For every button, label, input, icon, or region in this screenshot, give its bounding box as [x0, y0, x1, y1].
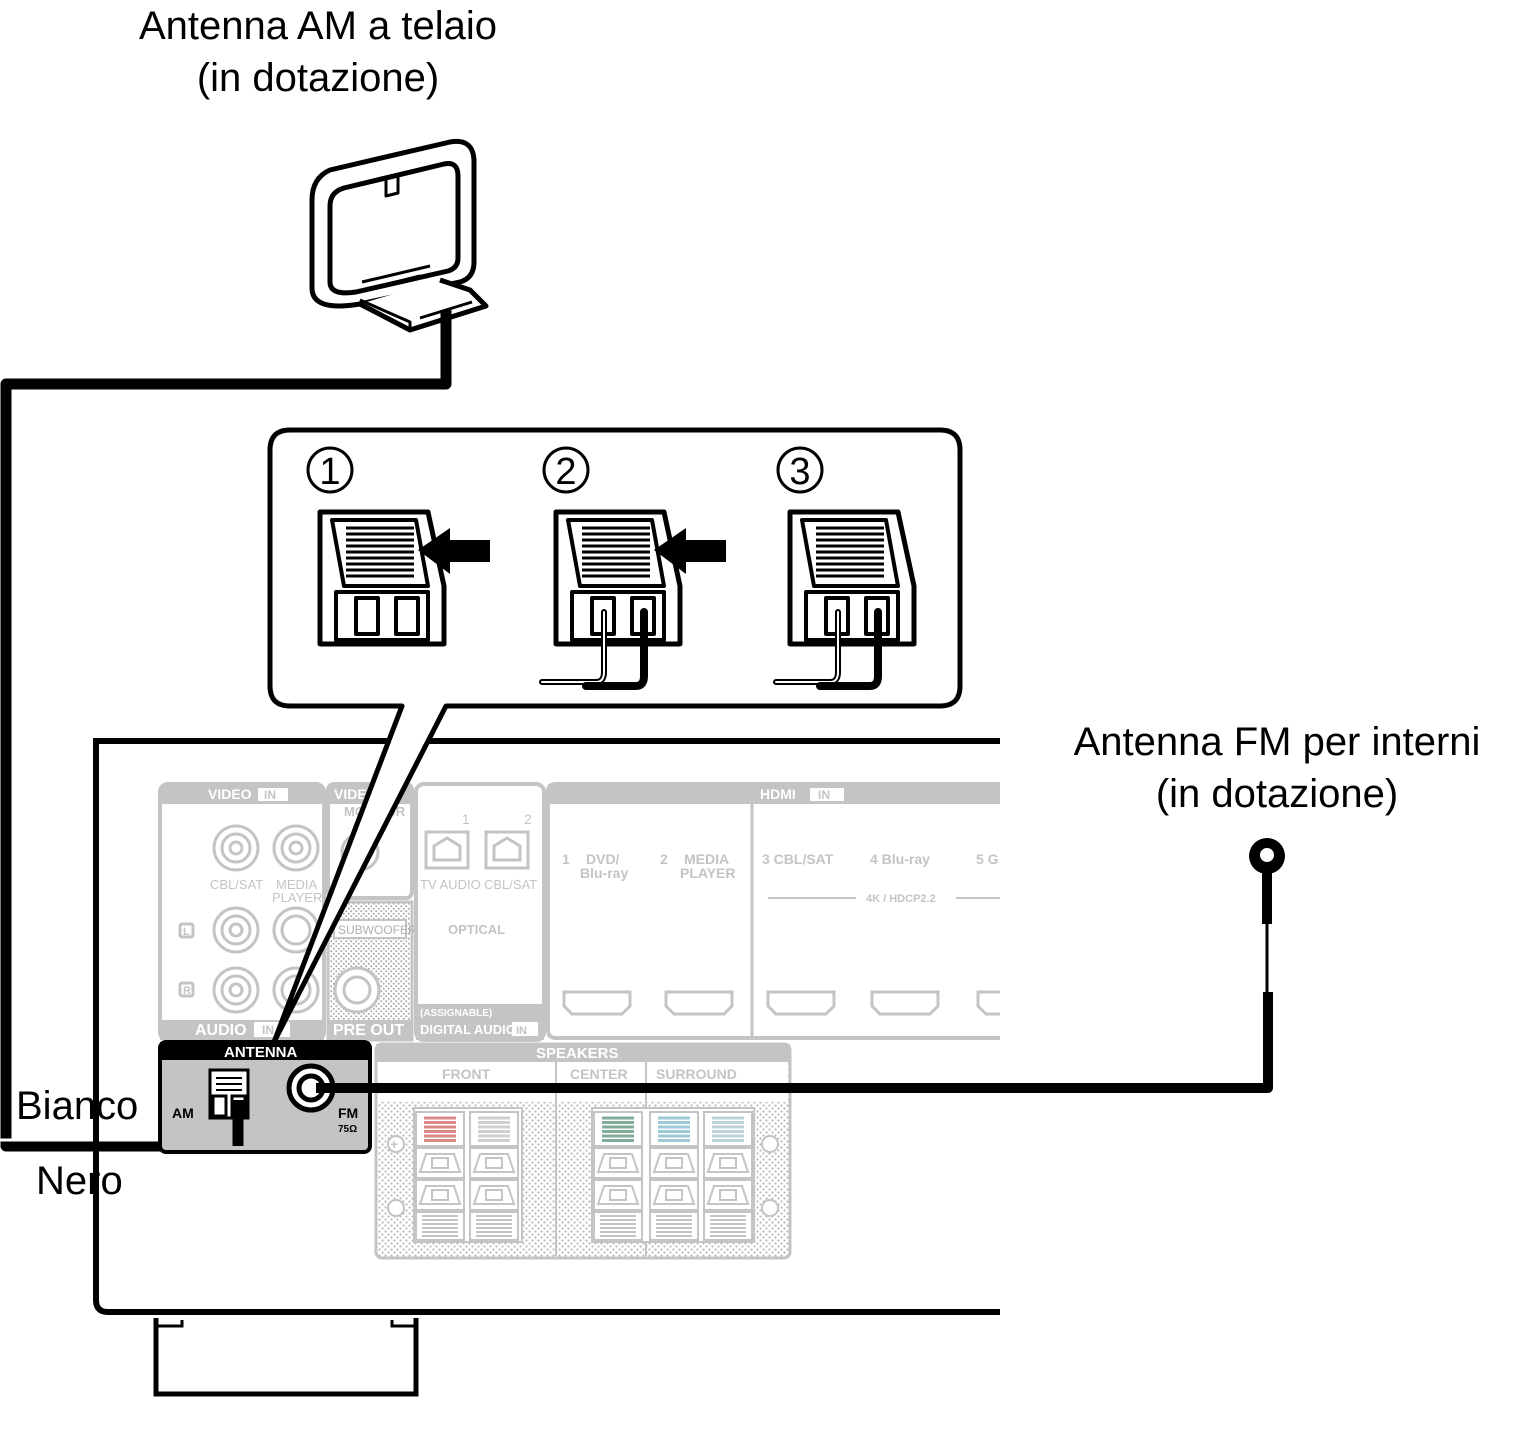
svg-text:IN: IN	[818, 788, 830, 802]
fm-terminal-label: FM	[338, 1105, 358, 1121]
terminal-clip-icon	[553, 509, 683, 647]
svg-text:5 G: 5 G	[976, 851, 999, 867]
svg-text:IN: IN	[262, 1023, 274, 1037]
svg-text:MEDIA: MEDIA	[276, 877, 318, 892]
faded-rear-panel: VIDEO IN AUDIO IN CBL/SAT MEDIA PLAYER L…	[158, 782, 1000, 1260]
svg-text:2: 2	[524, 811, 532, 827]
speaker-terminal	[469, 1111, 519, 1241]
white-wire-label: Bianco	[16, 1084, 139, 1128]
terminal-clip-icon	[317, 509, 447, 647]
svg-text:IN: IN	[264, 788, 276, 802]
push-arrow-icon	[418, 528, 490, 574]
step-number-3: 3	[789, 451, 810, 493]
svg-text:PLAYER: PLAYER	[272, 890, 322, 905]
am-antenna-title-line1: Antenna AM a telaio	[138, 4, 498, 48]
am-antenna-title-line2: (in dotazione)	[196, 56, 440, 100]
speaker-terminal	[703, 1111, 753, 1241]
svg-text:(ASSIGNABLE): (ASSIGNABLE)	[420, 1008, 492, 1019]
wiring-step-2: 2	[539, 446, 726, 690]
wire-pair-icon	[539, 608, 648, 690]
svg-text:4 Blu-ray: 4 Blu-ray	[870, 851, 930, 867]
am-push-terminal-icon	[208, 1068, 250, 1120]
svg-text:Blu-ray: Blu-ray	[580, 865, 628, 881]
svg-text:SURROUND: SURROUND	[656, 1066, 737, 1082]
receiver-rear-panel-outline	[93, 738, 1000, 1397]
svg-text:FRONT: FRONT	[442, 1066, 491, 1082]
fm-antenna-title-line1: Antenna FM per interni	[1073, 720, 1481, 764]
svg-text:4K / HDCP2.2: 4K / HDCP2.2	[866, 893, 936, 905]
fm-antenna-title-line2: (in dotazione)	[1155, 772, 1399, 816]
push-arrow-icon	[654, 528, 726, 574]
svg-text:OPTICAL: OPTICAL	[448, 922, 505, 937]
am-antenna-title: Antenna AM a telaio (in dotazione)	[118, 0, 518, 104]
video-in-label: VIDEO	[208, 786, 252, 802]
svg-text:HDMI: HDMI	[760, 786, 796, 802]
svg-text:PRE OUT: PRE OUT	[333, 1022, 404, 1039]
fm-impedance-label: 75Ω	[338, 1124, 357, 1135]
fm-antenna-icon	[1249, 838, 1285, 924]
fm-antenna-title: Antenna FM per interni (in dotazione)	[1050, 716, 1504, 820]
antenna-terminal-block: ANTENNA AM FM 75Ω	[158, 1040, 372, 1154]
svg-text:DIGITAL AUDIO: DIGITAL AUDIO	[420, 1022, 516, 1037]
black-wire-label: Nero	[36, 1159, 123, 1203]
fm-antenna-cable	[316, 920, 1273, 1093]
wiring-step-1: 1	[306, 446, 490, 647]
svg-text:TV AUDIO: TV AUDIO	[420, 877, 481, 892]
svg-text:1: 1	[562, 851, 570, 867]
svg-text:PLAYER: PLAYER	[680, 865, 736, 881]
am-loop-antenna-icon	[309, 138, 489, 333]
step-number-1: 1	[319, 451, 340, 493]
svg-text:1: 1	[462, 811, 470, 827]
antenna-heading: ANTENNA	[224, 1044, 297, 1061]
svg-text:MEDIA: MEDIA	[684, 851, 729, 867]
svg-text:CBL/SAT: CBL/SAT	[210, 877, 263, 892]
wire-pair-icon	[773, 608, 882, 690]
svg-text:CBL/SAT: CBL/SAT	[484, 877, 537, 892]
svg-text:CENTER: CENTER	[570, 1066, 628, 1082]
svg-text:SPEAKERS: SPEAKERS	[536, 1045, 619, 1062]
svg-text:IN: IN	[516, 1025, 527, 1037]
speaker-terminal	[649, 1111, 699, 1241]
svg-text:3 CBL/SAT: 3 CBL/SAT	[762, 851, 834, 867]
svg-text:R: R	[183, 985, 191, 997]
svg-text:+: +	[390, 1136, 398, 1152]
step-number-2: 2	[555, 451, 576, 493]
svg-text:L: L	[183, 926, 190, 938]
svg-text:SUBWOOFER: SUBWOOFER	[338, 923, 417, 937]
speaker-terminal	[415, 1111, 465, 1241]
speaker-terminal	[593, 1111, 643, 1241]
wiring-step-3: 3	[773, 446, 917, 690]
am-terminal-label: AM	[172, 1105, 194, 1121]
terminal-clip-icon	[787, 509, 917, 647]
audio-in-label: AUDIO	[195, 1022, 247, 1039]
svg-text:2: 2	[660, 851, 668, 867]
svg-text:DVD/: DVD/	[586, 851, 620, 867]
